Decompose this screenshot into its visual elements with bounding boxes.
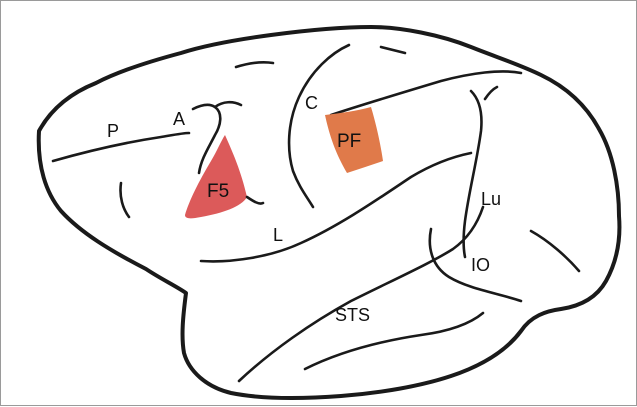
superior-arcuate bbox=[236, 62, 273, 67]
f5-arcuate-spur bbox=[247, 197, 263, 204]
label-f5: F5 bbox=[207, 181, 229, 202]
label-p: P bbox=[107, 121, 119, 141]
label-lu: Lu bbox=[481, 189, 501, 209]
label-io: IO bbox=[471, 255, 490, 275]
intraparietal-sulcus bbox=[331, 71, 521, 115]
calcarine-sulcus bbox=[531, 231, 579, 271]
label-c: C bbox=[305, 93, 318, 113]
arcuate-branch bbox=[215, 102, 241, 107]
label-sts: STS bbox=[335, 305, 370, 325]
lunate-sulcus bbox=[464, 91, 482, 257]
central-sulcus-top bbox=[381, 47, 405, 53]
frontal-orbital-sulcus bbox=[120, 183, 129, 217]
lunate-branch bbox=[485, 87, 497, 99]
label-l: L bbox=[273, 225, 283, 245]
inferior-temporal-sulcus bbox=[305, 313, 483, 369]
principal-sulcus bbox=[53, 133, 189, 161]
f5-region bbox=[185, 135, 247, 218]
label-a: A bbox=[173, 109, 185, 129]
label-pf: PF bbox=[337, 131, 361, 152]
